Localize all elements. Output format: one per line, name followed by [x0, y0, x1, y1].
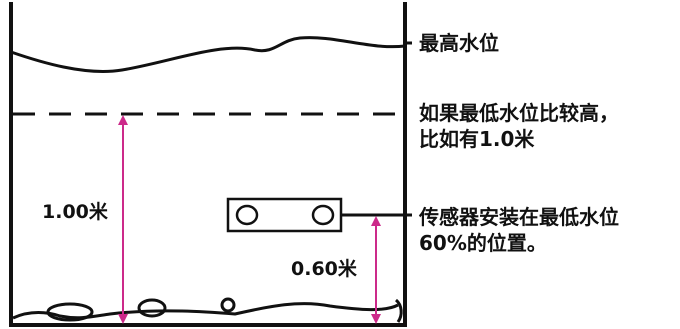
min-level-height-label: 1.00米 [42, 201, 108, 223]
sensor-left-probe [235, 204, 259, 226]
sensor-note-line1: 传感器安装在最低水位 [419, 205, 619, 229]
tank-outline [9, 2, 407, 327]
sensor [226, 197, 343, 233]
min-level-note-line2: 比如有1.0米 [419, 127, 535, 151]
max-level-label: 最高水位 [419, 31, 499, 55]
sensor-right-probe [311, 204, 335, 226]
sensor-note-line2: 60%的位置。 [419, 231, 547, 255]
max-water-surface [10, 36, 406, 73]
tank-bottom-sediment [12, 297, 403, 323]
min-level-note-line1: 如果最低水位比较高， [419, 101, 619, 125]
sensor-height-label: 0.60米 [291, 258, 357, 280]
